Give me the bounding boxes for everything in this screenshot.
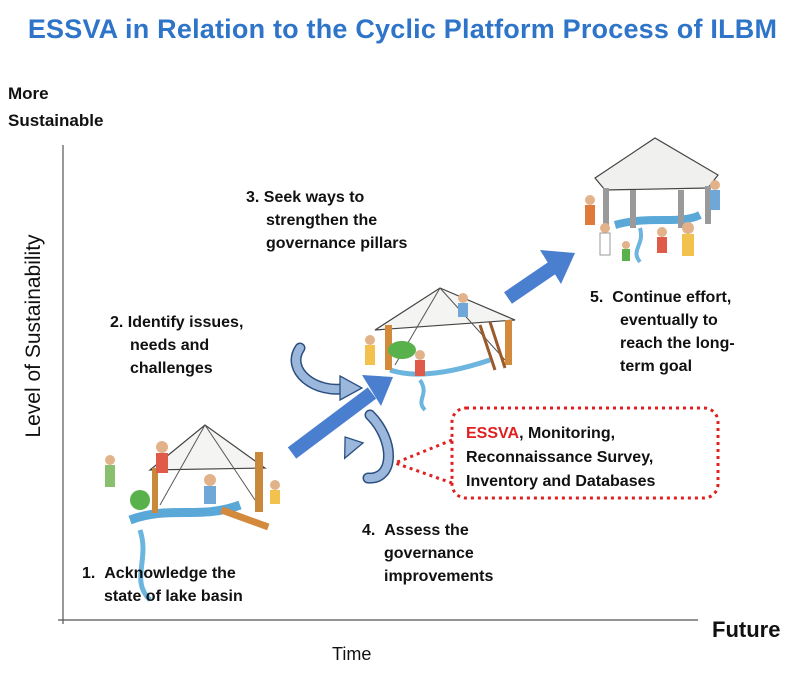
step-3-line-1: Seek ways to xyxy=(263,189,365,206)
step-1-line-1: Acknowledge the xyxy=(104,565,236,582)
page-title: ESSVA in Relation to the Cyclic Platform… xyxy=(27,14,778,44)
step-1-label: 1. Acknowledge the state of lake basin xyxy=(82,562,312,608)
y-axis-top-label: More Sustainable xyxy=(8,80,103,134)
progress-arrow-1-icon xyxy=(287,375,393,459)
step-2-line-3: challenges xyxy=(130,360,213,377)
step-2-number: 2. xyxy=(110,314,124,331)
step-5-label: 5. Continue effort, eventually to reach … xyxy=(590,286,790,378)
callout-line-1: , Monitoring, xyxy=(519,425,616,442)
platform-scene-2-icon xyxy=(365,287,516,412)
step-2-line-1: Identify issues, xyxy=(127,314,244,331)
y-axis-top-label-line2: Sustainable xyxy=(8,111,104,130)
step-5-line-4: term goal xyxy=(620,358,693,375)
platform-scene-1-icon xyxy=(105,424,280,602)
step-5-line-1: Continue effort, xyxy=(612,289,732,306)
cycle-arrow-upper-icon xyxy=(290,342,364,402)
step-5-number: 5. xyxy=(590,289,604,306)
step-4-number: 4. xyxy=(362,522,376,539)
step-3-line-2: strengthen the xyxy=(266,212,378,229)
step-3-label: 3. Seek ways to strengthen the governanc… xyxy=(246,186,446,255)
step-4-line-1: Assess the xyxy=(384,522,469,539)
x-axis-label: Time xyxy=(332,644,372,664)
y-axis-top-label-line1: More xyxy=(8,84,49,103)
x-axis-end-label: Future xyxy=(712,617,781,642)
cycle-arrow-lower-icon xyxy=(343,409,394,484)
step-3-line-3: governance pillars xyxy=(266,235,408,252)
step-5-line-2: eventually to xyxy=(620,312,718,329)
platform-scene-3-icon xyxy=(585,137,720,264)
step-4-line-2: governance xyxy=(384,545,474,562)
step-3-number: 3. xyxy=(246,189,260,206)
callout-line-2: Reconnaissance Survey, xyxy=(466,449,654,466)
step-5-line-3: reach the long- xyxy=(620,335,735,352)
callout-text: ESSVA, Monitoring, Reconnaissance Survey… xyxy=(466,422,655,494)
step-2-label: 2. Identify issues, needs and challenges xyxy=(110,311,310,380)
callout-line-3: Inventory and Databases xyxy=(466,473,656,490)
callout-highlight: ESSVA xyxy=(466,425,520,442)
step-1-number: 1. xyxy=(82,565,96,582)
step-4-line-3: improvements xyxy=(384,568,494,585)
step-2-line-2: needs and xyxy=(130,337,210,354)
progress-arrow-2-icon xyxy=(504,250,575,304)
step-4-label: 4. Assess the governance improvements xyxy=(362,519,562,588)
step-1-line-2: state of lake basin xyxy=(104,588,243,605)
callout-box xyxy=(390,406,720,500)
